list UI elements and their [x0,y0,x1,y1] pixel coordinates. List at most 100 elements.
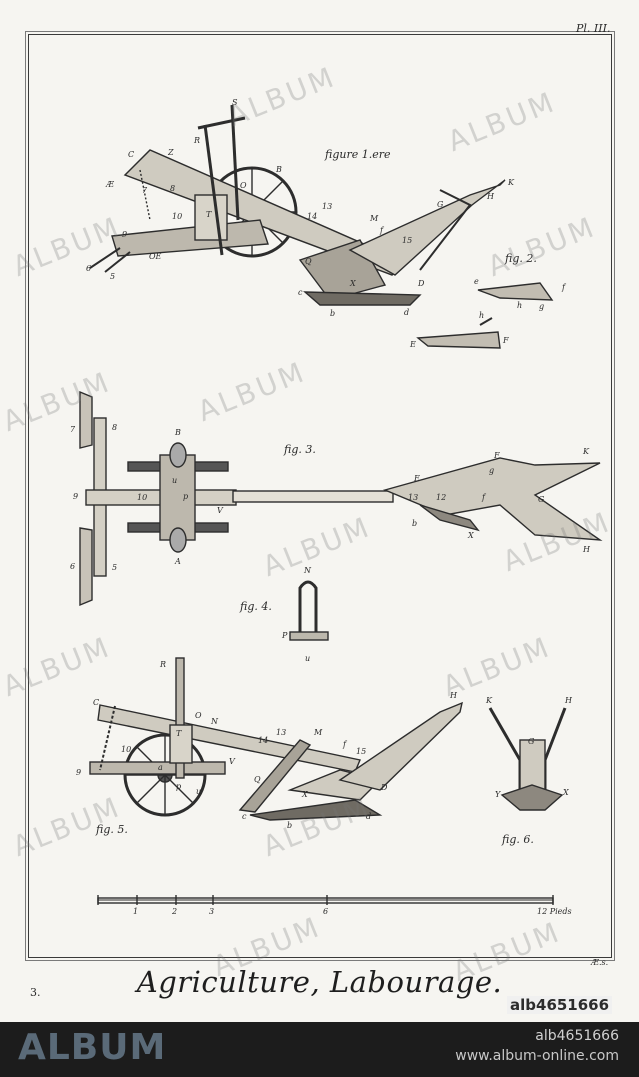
plate-number: Pl. III. [576,22,611,35]
fig6-label: G [528,737,535,746]
scale-tick-label: 6 [323,907,329,916]
fig5-label: u [196,787,202,796]
fig1-label: D [418,279,425,288]
engraving-plate: Pl. III. 3. Æ.s. Agriculture, Labourage. [0,0,639,1022]
fig1-label: c [298,288,303,297]
fig5-label: D [381,783,388,792]
fig1-label: X [350,279,356,288]
scale-bar-drawing [97,895,554,905]
agency-footer-bar: ALBUM [0,1022,639,1077]
fig1-label: d [404,308,410,317]
fig1-label: Æ [106,180,115,189]
fig3-label: 10 [137,493,148,502]
sheet-number: 3. [30,986,41,999]
fig3-label: 5 [112,563,118,572]
figure-2-caption: fig. 2. [505,252,537,265]
scale-tick-label: 12 Pieds [537,907,572,916]
fig3-label: 12 [436,493,447,502]
fig4-label: N [304,566,311,575]
figure-5-side-drawing [89,657,463,821]
figure-6-front-drawing [488,707,567,811]
fig1-label: 13 [322,202,333,211]
figure-5-caption: fig. 5. [96,823,128,836]
fig4-label: P [282,631,288,640]
fig5-label: C [93,698,100,707]
footer-image-id: alb4651666 [535,1028,619,1044]
fig5-label: O [195,711,202,720]
plate-title: Agriculture, Labourage. [136,965,503,999]
fig1-label: 9 [122,230,128,239]
fig1-label: Q [305,257,312,266]
fig1-label: 6 [86,264,92,273]
fig2-label: g [539,302,545,311]
figure-6-caption: fig. 6. [502,833,534,846]
fig3-label: E [414,474,420,483]
agency-logo: ALBUM [18,1027,167,1068]
fig5-label: Q [254,775,261,784]
fig5-label: f [343,740,346,749]
fig1-label: b [330,309,336,318]
fig3-label: 13 [408,493,419,502]
fig5-label: 10 [121,745,132,754]
fig2-label: h [479,311,485,320]
fig5-label: T [176,729,182,738]
fig1-label: M [370,214,379,223]
fig1-label: B [276,165,282,174]
figure-4-clevis-drawing [289,580,329,641]
fig5-label: N [211,717,218,726]
fig6-label: H [565,696,572,705]
fig1-label: G [437,200,444,209]
figure-1-caption: figure 1.ere [325,148,391,161]
fig3-label: B [175,428,181,437]
fig1-label: 7 [142,186,148,195]
fig5-label: M [314,728,323,737]
fig5-label: d [366,812,372,821]
plough-engravings [79,104,603,905]
agency-website-link[interactable]: www.album-online.com [455,1048,619,1064]
fig5-label: b [287,821,293,830]
fig1-label: K [508,178,514,187]
fig2-label: F [503,336,509,345]
engraver-signature: Æ.s. [591,958,609,967]
fig1-label: f [380,226,383,235]
fig3-label: K [583,447,589,456]
figure-2-shares-drawing [416,282,554,349]
fig6-label: K [486,696,492,705]
fig3-label: G [538,495,545,504]
fig2-label: h [517,301,523,310]
fig5-label: p [176,782,182,791]
fig1-label: 14 [307,212,318,221]
scale-tick-label: 2 [172,907,178,916]
fig1-label: 15 [402,236,413,245]
fig3-label: 7 [70,425,76,434]
scale-tick-label: 3 [209,907,215,916]
figure-4-caption: fig. 4. [240,600,272,613]
scale-tick-label: 1 [133,907,139,916]
fig5-label: X [302,790,308,799]
fig1-label: R [194,136,201,145]
fig1-label: S [232,98,238,107]
fig2-label: f [562,283,565,292]
fig3-label: X [468,531,474,540]
fig1-label: O [240,181,247,190]
fig3-label: 9 [73,492,79,501]
fig1-label: T [206,210,212,219]
fig1-label: Z [168,148,174,157]
fig3-label: V [217,506,223,515]
fig3-label: b [412,519,418,528]
fig5-label: 13 [276,728,287,737]
fig5-label: H [450,691,457,700]
fig1-label: C [128,150,135,159]
fig3-label: g [489,466,495,475]
fig5-label: a [158,763,163,772]
fig5-label: 15 [356,747,367,756]
fig6-label: Y [495,790,501,799]
fig4-label: u [305,654,311,663]
fig5-label: 9 [76,768,82,777]
fig5-label: c [242,812,247,821]
fig3-label: H [583,545,590,554]
fig3-label: A [175,557,181,566]
fig3-label: p [183,492,189,501]
figure-3-caption: fig. 3. [284,443,316,456]
fig1-label: 10 [172,212,183,221]
